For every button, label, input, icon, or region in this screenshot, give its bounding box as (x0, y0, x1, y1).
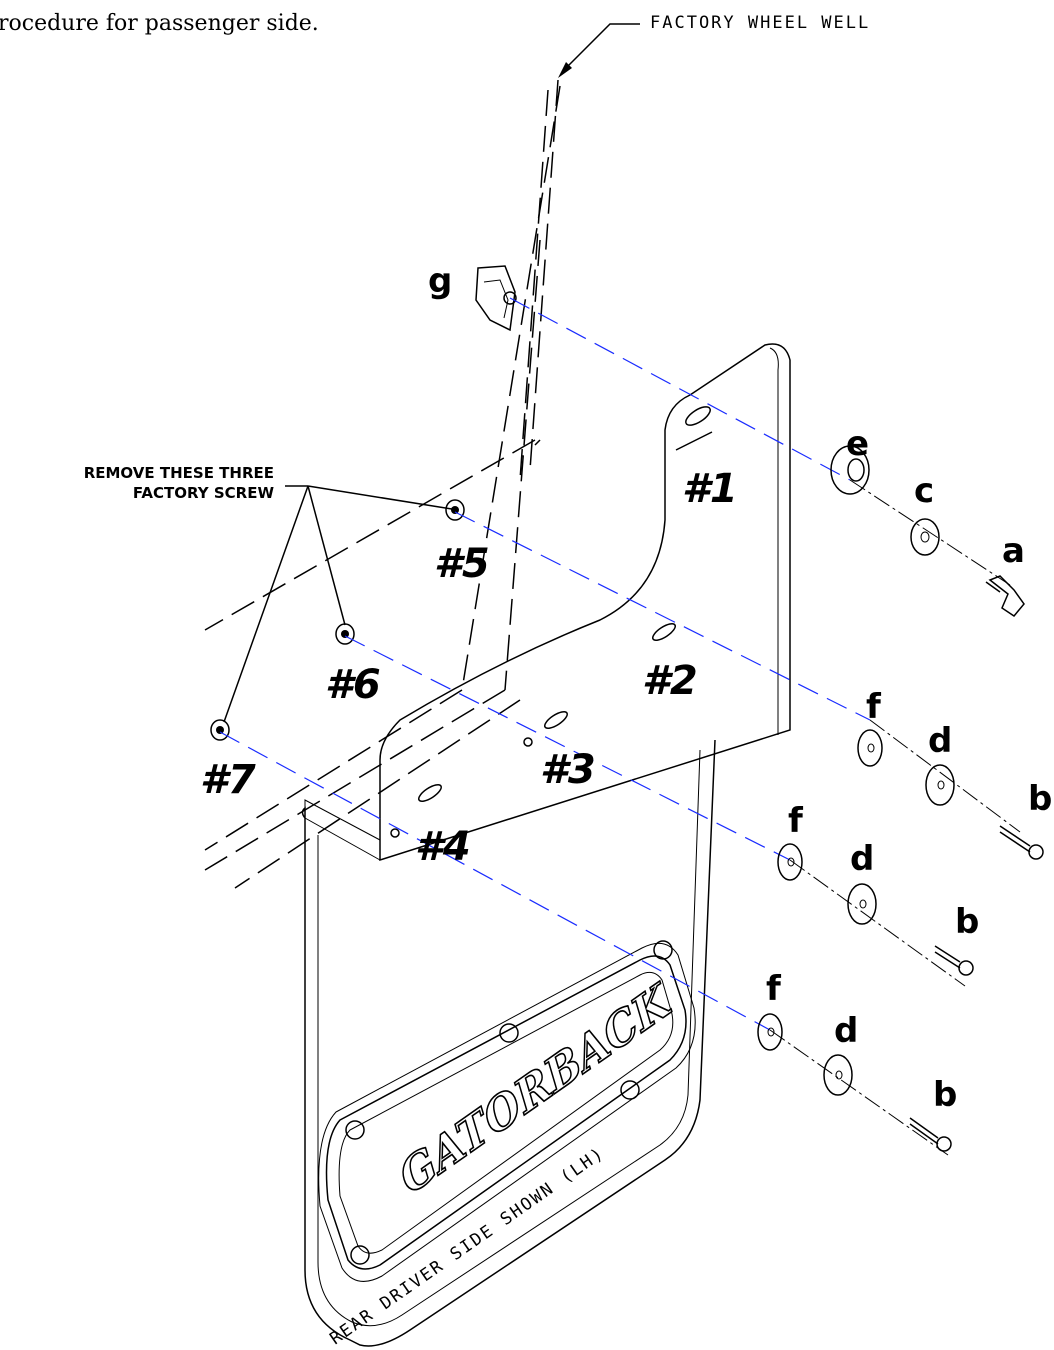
hole-label-3: #3 (540, 747, 596, 793)
washer-d-3 (823, 1054, 853, 1096)
part-label-b-1: b (1028, 779, 1052, 819)
bolt-a (988, 575, 1025, 617)
washer-f-3 (757, 1013, 783, 1051)
brand-logo: GATORBACK (391, 973, 679, 1205)
washer-f-2 (777, 843, 803, 881)
part-label-b-2: b (955, 902, 979, 942)
wheel-well-label: FACTORY WHEEL WELL (650, 13, 870, 33)
part-label-f-3: f (766, 969, 782, 1009)
screw-b-3 (909, 1117, 939, 1145)
part-label-b-3: b (933, 1075, 957, 1115)
factory-screw-5 (445, 499, 465, 521)
bracket-plate (304, 343, 791, 862)
remove-note-line2: FACTORY SCREW (133, 484, 275, 502)
mud-flap (301, 739, 716, 1347)
part-label-a: a (1002, 531, 1025, 571)
part-label-f-2: f (788, 801, 804, 841)
part-label-d-3: d (834, 1011, 858, 1051)
wheel-well-leader (561, 23, 640, 73)
factory-screws (210, 499, 465, 741)
hole-label-2: #2 (642, 658, 698, 704)
factory-screw-7 (210, 719, 230, 741)
hole-label-4: #4 (415, 824, 471, 870)
caption-text: rocedure for passenger side. (0, 11, 319, 36)
hole-label-6: #6 (325, 662, 381, 708)
wheel-well-arrowhead (558, 62, 572, 78)
washer-d-2 (847, 883, 877, 925)
hardware (757, 445, 1044, 1152)
assembly-axes (219, 297, 1021, 1156)
part-label-c: c (914, 471, 934, 511)
part-label-d-1: d (928, 721, 952, 761)
washer-f-1 (857, 729, 883, 767)
hole-label-7: #7 (200, 757, 256, 803)
part-label-e: e (846, 424, 869, 464)
part-label-d-2: d (850, 839, 874, 879)
shown-side-note: REAR DRIVER SIDE SHOWN (LH) (326, 1143, 608, 1349)
screw-b-1 (999, 825, 1031, 853)
bracket-g (475, 265, 517, 332)
spacer-e (830, 445, 870, 495)
wheel-well-callout: FACTORY WHEEL WELL (558, 13, 870, 78)
hole-label-5: #5 (434, 541, 490, 587)
screw-b-2 (934, 945, 961, 969)
hole-label-1: #1 (682, 466, 738, 512)
washer-d-1 (925, 764, 955, 806)
remove-screws-callout: REMOVE THESE THREE FACTORY SCREW (84, 464, 459, 723)
washer-c (910, 518, 940, 556)
factory-wheel-well (204, 79, 561, 889)
part-label-f-1: f (866, 687, 882, 727)
remove-note-line1: REMOVE THESE THREE (84, 464, 274, 482)
part-label-g: g (428, 261, 452, 301)
